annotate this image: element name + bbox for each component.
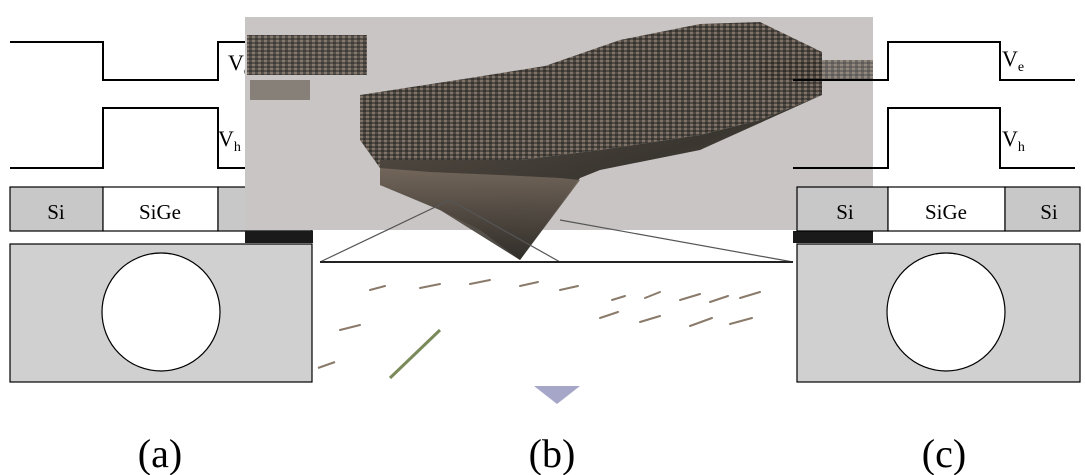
- panel-c: Ve Vh Si SiGe Si (c): [793, 41, 1081, 475]
- panel-b: (b): [245, 17, 873, 475]
- photo-edge-band-right: [793, 231, 873, 243]
- down-arrow-icon: [534, 386, 580, 404]
- sige-label-c: SiGe: [925, 200, 967, 224]
- ve-waveform-c: [793, 41, 1075, 81]
- vh-label: Vh: [218, 126, 241, 155]
- membrane-opening: [101, 252, 221, 372]
- photo-edge-band-left: [245, 231, 313, 243]
- speckle-marks: [339, 279, 761, 331]
- panel-label-b: (b): [529, 431, 576, 475]
- vh-label-c: Vh: [1002, 126, 1025, 155]
- photo-stripes: [247, 35, 367, 75]
- panel-label-a: (a): [138, 431, 182, 475]
- membrane-opening-c: [886, 252, 1006, 372]
- si-label-left-c: Si: [836, 200, 854, 224]
- side-streak: [317, 361, 336, 369]
- projection-lines: [319, 199, 794, 263]
- si-label-right-c: Si: [1040, 200, 1058, 224]
- photo-stripes-2: [250, 80, 310, 100]
- vh-waveform-c: [793, 107, 1075, 169]
- panel-label-c: (c): [922, 431, 966, 475]
- sige-label: SiGe: [139, 200, 181, 224]
- vh-waveform: [10, 107, 312, 169]
- photo-right-stripes: [760, 60, 873, 80]
- si-layer-right-c: [1004, 186, 1081, 232]
- si-label-left: Si: [47, 200, 65, 224]
- si-layer-left: [9, 186, 104, 232]
- diagonal-streak: [388, 328, 442, 380]
- ve-label-c: Ve: [1002, 46, 1024, 75]
- surface-ridge: [380, 168, 580, 260]
- surface-plateau: [360, 22, 822, 168]
- photo-lower-area: [313, 230, 793, 385]
- ve-waveform: [10, 41, 245, 81]
